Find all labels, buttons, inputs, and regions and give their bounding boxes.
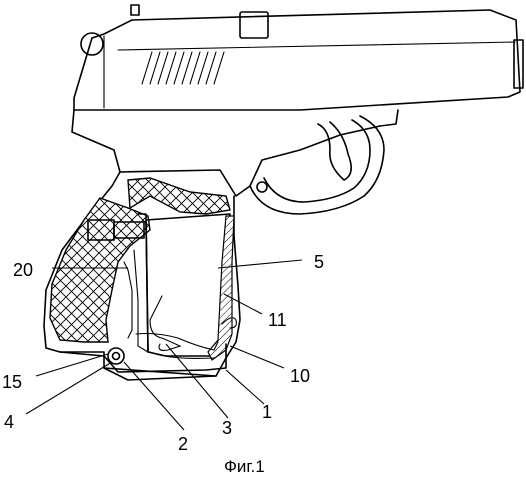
label-2: 2 [178,434,188,454]
leader-4 [25,361,113,415]
label-4: 4 [4,412,14,432]
reference-labels: 20 5 11 10 15 4 2 3 1 Фиг.1 [2,252,324,476]
slide-serrations [141,51,225,85]
leader-3 [165,343,229,419]
label-11: 11 [268,310,287,330]
label-20: 20 [13,260,33,280]
leader-lines [25,259,303,431]
pistol-slide [73,4,524,111]
pistol-frame [71,109,399,215]
label-3: 3 [222,418,232,438]
leader-15 [35,353,109,377]
leader-1 [225,369,265,405]
leader-11 [223,293,263,315]
magazine-base [59,343,227,377]
magazine-section [123,213,237,361]
label-1: 1 [262,402,272,422]
label-5: 5 [314,252,324,272]
figure-caption: Фиг.1 [224,457,265,476]
label-10: 10 [290,366,310,386]
leader-5 [217,259,303,269]
leader-2 [123,361,185,431]
pistol-grip [43,171,241,381]
leader-10 [229,345,285,369]
label-15: 15 [2,372,22,392]
grip-panel-hatched [49,177,231,343]
